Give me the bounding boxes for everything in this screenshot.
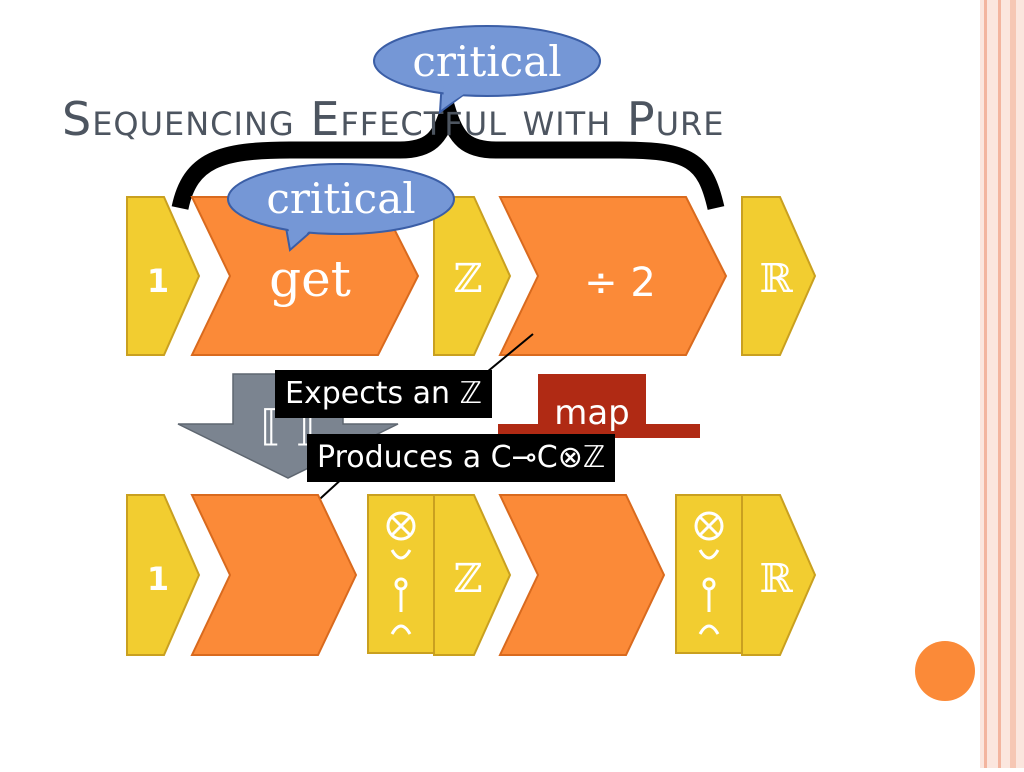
callout-produces: Produces a C⊸C⊗ℤ xyxy=(307,434,616,482)
tensor-symbol-stack-1 xyxy=(386,511,416,635)
function-chevron-empty-1 xyxy=(190,494,358,656)
tensor-symbol-stack-2 xyxy=(694,511,724,635)
type-label-unit-top: 1 xyxy=(147,262,169,300)
callout-line-expects xyxy=(486,333,534,373)
right-border-decoration xyxy=(980,0,1024,768)
type-chevron-unit-bottom xyxy=(126,494,201,656)
function-chevron-div2 xyxy=(498,196,728,356)
type-chevron-int-bottom xyxy=(433,494,512,656)
bubble-text-inner: critical xyxy=(266,174,415,223)
tensor-box-2 xyxy=(675,494,743,654)
type-chevron-real-bottom xyxy=(741,494,817,656)
type-chevron-real-top xyxy=(741,196,817,356)
type-label-real-bottom: ℝ xyxy=(759,556,793,602)
type-label-int-bottom: ℤ xyxy=(453,556,482,602)
type-chevron-int-top xyxy=(433,196,512,356)
orange-dot-decoration xyxy=(915,641,975,701)
map-arrow-shape: map xyxy=(498,374,700,438)
type-label-int-top: ℤ xyxy=(453,256,482,302)
type-label-real-top: ℝ xyxy=(759,256,793,302)
map-label: map xyxy=(554,393,630,433)
speech-bubble-inner: critical xyxy=(227,163,455,252)
function-chevron-empty-2 xyxy=(498,494,666,656)
callout-expects: Expects an ℤ xyxy=(275,370,492,418)
type-chevron-unit-top xyxy=(126,196,201,356)
function-label-div2: ÷ 2 xyxy=(584,260,656,306)
function-label-get: get xyxy=(269,250,351,308)
slide-title: Sequencing Effectful with Pure xyxy=(62,92,725,146)
tensor-box-1 xyxy=(367,494,435,654)
type-label-unit-bottom: 1 xyxy=(147,560,169,598)
